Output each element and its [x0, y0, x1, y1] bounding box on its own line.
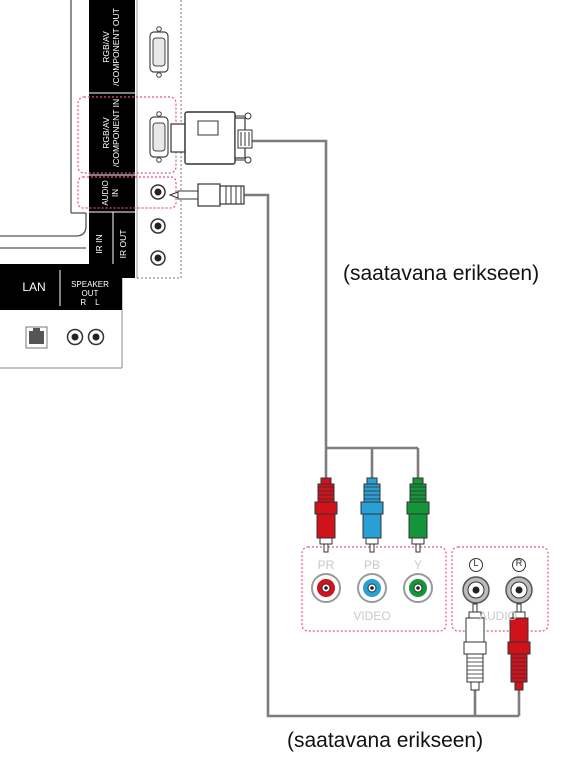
audio-l-mark: L: [473, 558, 479, 568]
port-label-ir-in: IR IN: [94, 234, 104, 254]
port-label-strip: [89, 0, 135, 278]
audio-mini-plug: [168, 183, 245, 207]
audio-jack-panel: [451, 546, 549, 632]
audio-plugs: [463, 603, 531, 691]
caption-top: (saatavana erikseen): [343, 262, 540, 285]
jack-pb: [357, 573, 387, 603]
plug-pr: [314, 477, 338, 553]
ir-in-jack: [150, 250, 166, 266]
port-label-ir-out: IR OUT: [118, 229, 128, 259]
jack-label-y: Y: [413, 558, 422, 572]
vga-port-out: [149, 26, 169, 78]
cables: [244, 139, 521, 718]
plug-pb: [360, 477, 384, 553]
jack-label-pr: PR: [317, 558, 335, 572]
audio-r-mark: R: [515, 558, 523, 568]
video-plugs: [314, 477, 430, 553]
jack-audio-l: [462, 558, 490, 604]
port-label-rgb-out: RGB/AV/COMPONENT OUT: [101, 8, 121, 86]
audio-in-highlight: [77, 176, 177, 209]
plug-y: [406, 477, 430, 553]
speaker-r-label: R: [80, 298, 87, 307]
jack-y: [403, 573, 433, 603]
lan-label: LAN: [22, 280, 46, 294]
jack-label-pb: PB: [363, 558, 380, 572]
audio-in-jack: [150, 184, 166, 200]
caption-bottom: (saatavana erikseen): [287, 729, 484, 752]
plug-audio-r: [507, 603, 531, 691]
ir-out-jack: [150, 218, 166, 234]
tv-outline: [0, 0, 182, 369]
vga-plug: [170, 111, 253, 165]
speaker-l-label: L: [95, 298, 100, 307]
video-group-label: VIDEO: [353, 609, 391, 623]
vga-port-in: [149, 111, 169, 163]
audio-group-label: AUDIO: [478, 609, 517, 623]
lan-speaker-strip: [0, 264, 122, 310]
jack-pr: [311, 573, 341, 603]
jack-audio-r: [505, 558, 533, 604]
speaker-l-jack: [87, 328, 105, 346]
plug-audio-l: [463, 603, 487, 691]
port-label-rgb-in: RGB/AV/COMPONENT IN: [101, 98, 121, 168]
speaker-r-jack: [66, 328, 84, 346]
lan-port: [25, 326, 48, 349]
